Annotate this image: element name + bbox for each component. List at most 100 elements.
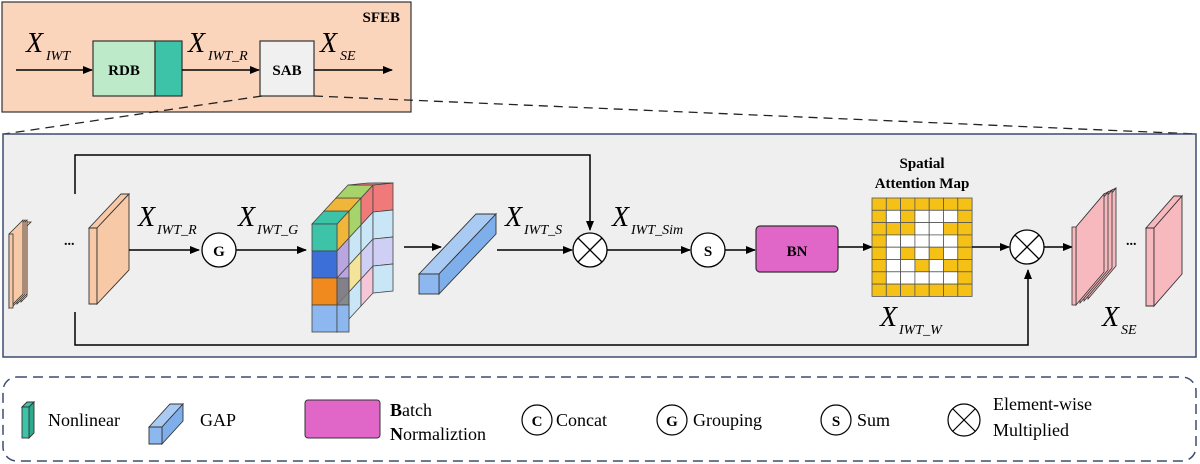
svg-text:GAP: GAP [200, 410, 236, 430]
attention-cell [871, 271, 887, 285]
svg-text:IWT_R: IWT_R [207, 49, 248, 64]
svg-text:IWT: IWT [45, 49, 71, 64]
attention-cell [871, 222, 887, 236]
svg-text:IWT_G: IWT_G [256, 223, 298, 238]
legend-sum: S Sum [820, 404, 890, 436]
attention-cell [957, 259, 973, 273]
attention-cell [957, 246, 973, 260]
label-x-iwt-r-top: X IWT_R [187, 28, 248, 64]
attention-cell [957, 197, 973, 211]
zoom-line-left [3, 95, 263, 135]
legend-nonlinear: Nonlinear [20, 400, 120, 440]
multiply-icon [947, 403, 981, 437]
attention-cell [943, 222, 959, 236]
attention-cell [914, 222, 930, 236]
svg-text:Batch: Batch [390, 400, 432, 420]
attention-cell [928, 222, 944, 236]
attention-cell [957, 271, 973, 285]
attention-cell [885, 197, 901, 211]
grouping-node: G [201, 232, 237, 268]
attention-cell [957, 234, 973, 248]
legend: Nonlinear GAP Batch Normaliztion C Conca… [2, 376, 1197, 462]
attention-cell [914, 283, 930, 297]
sab-label: SAB [272, 63, 301, 79]
attention-cell [928, 234, 944, 248]
attention-cell [885, 222, 901, 236]
label-x-iwt-w: X IWT_W [879, 302, 943, 338]
label-x-se-top: X SE [319, 28, 356, 64]
attention-cell [943, 246, 959, 260]
attention-cell [871, 197, 887, 211]
attention-cell [957, 209, 973, 224]
svg-text:IWT_Sim: IWT_Sim [630, 223, 683, 238]
svg-text:X: X [504, 202, 523, 233]
attention-cell [885, 259, 901, 273]
rdb-block: RDB [92, 40, 183, 97]
dots-right: ... [1126, 234, 1137, 249]
svg-text:X: X [611, 202, 630, 233]
label-x-iwt-s: X IWT_S [504, 202, 562, 238]
label-x-iwt-r: X IWT_R [137, 202, 197, 238]
label-x-iwt-top: X IWT [25, 28, 71, 64]
attention-cell [871, 259, 887, 273]
legend-grouping: G Grouping [656, 404, 762, 436]
svg-text:Element-wise: Element-wise [993, 394, 1092, 414]
attention-title-line2: Attention Map [875, 176, 970, 192]
attention-cell [943, 283, 959, 297]
attention-cell [957, 283, 973, 297]
legend-batch-normalization: Batch Normaliztion [304, 399, 486, 444]
skip-line-bottom [74, 269, 1032, 346]
attention-cell [885, 271, 901, 285]
svg-text:S: S [704, 244, 712, 260]
sab-detail-panel: ... X IWT_R G X IWT_G [2, 133, 1197, 358]
zoom-line-right [313, 95, 1197, 135]
svg-text:Multiplied: Multiplied [993, 420, 1069, 440]
attention-cell [900, 209, 916, 224]
legend-gap: GAP [147, 402, 236, 446]
attention-cell [928, 259, 944, 273]
attention-cell [871, 234, 887, 248]
attention-cell [885, 246, 901, 260]
label-x-se: X SE [1101, 302, 1137, 338]
multiply-node-1 [572, 232, 608, 268]
svg-text:X: X [237, 202, 256, 233]
attention-cell [928, 271, 944, 285]
sum-icon: S [832, 414, 840, 430]
attention-cell [871, 283, 887, 297]
bn-block: BN [755, 225, 839, 273]
multiply-node-2 [1009, 229, 1045, 265]
dots-left: ... [64, 234, 75, 249]
attention-cell [914, 209, 930, 224]
attention-cell [900, 259, 916, 273]
attention-cell [914, 259, 930, 273]
attention-cell [943, 234, 959, 248]
svg-text:SE: SE [1121, 323, 1137, 338]
attention-cell [885, 234, 901, 248]
attention-cell [885, 283, 901, 297]
skip-line-top [74, 154, 594, 231]
sfeb-block: SFEB X IWT RDB X IWT_R SAB X SE [1, 1, 412, 113]
svg-text:X: X [879, 302, 898, 333]
attention-cell [914, 246, 930, 260]
attention-cell [943, 209, 959, 224]
attention-cell [900, 222, 916, 236]
attention-cell [900, 197, 916, 211]
svg-text:Normaliztion: Normaliztion [390, 424, 486, 444]
attention-cell [943, 197, 959, 211]
svg-text:G: G [213, 244, 225, 260]
attention-title-line1: Spatial [899, 156, 944, 172]
sfeb-title: SFEB [362, 10, 400, 26]
svg-text:Sum: Sum [857, 410, 890, 430]
gap-bar [417, 212, 498, 296]
attention-cell [900, 234, 916, 248]
label-x-iwt-g: X IWT_G [237, 202, 298, 238]
svg-text:IWT_S: IWT_S [523, 223, 562, 238]
attention-cell [943, 271, 959, 285]
svg-text:X: X [187, 28, 206, 59]
attention-cell [928, 246, 944, 260]
output-feature-map [1145, 194, 1183, 308]
spatial-attention-map [871, 197, 973, 297]
svg-text:SE: SE [340, 49, 356, 64]
attention-cell [871, 209, 887, 224]
